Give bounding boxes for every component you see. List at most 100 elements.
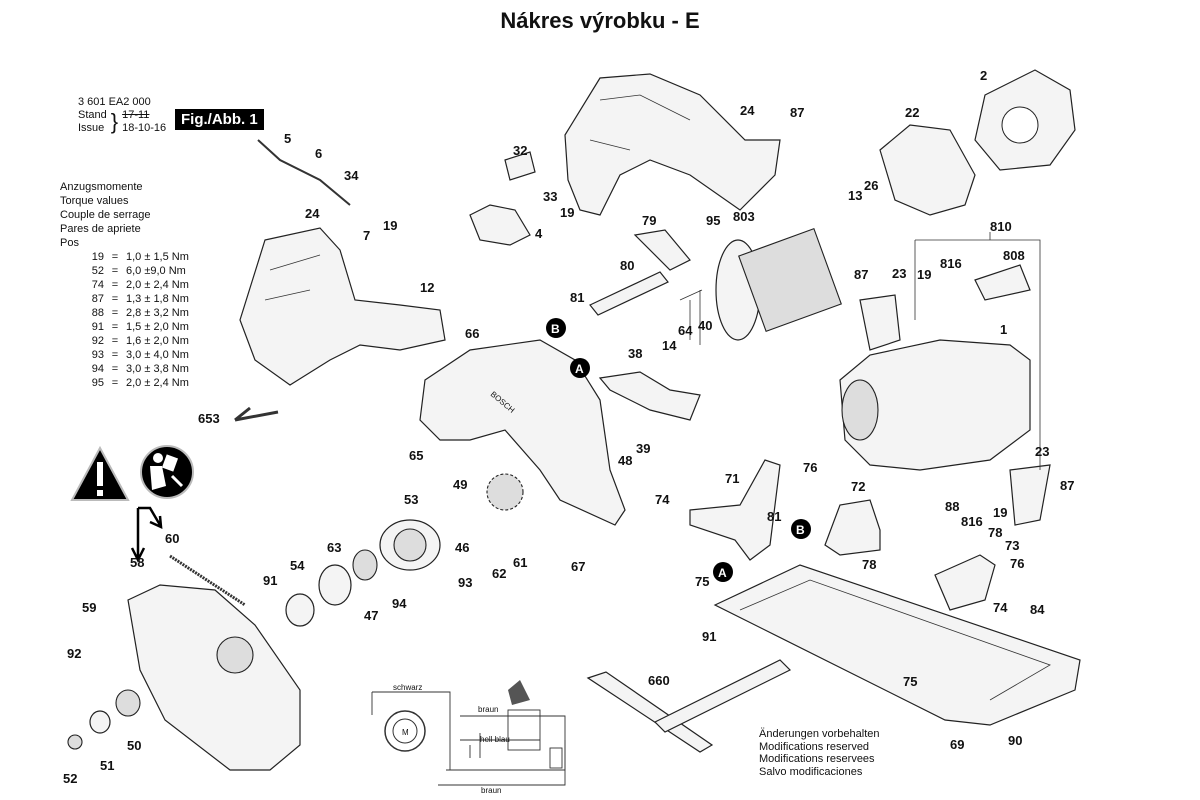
torque-eq: = [111, 307, 119, 319]
part-cable [257, 139, 351, 206]
part-number-label: 26 [864, 178, 878, 193]
warning-icon [70, 445, 130, 501]
torque-heading: Pares de apriete [60, 223, 141, 235]
part-number-label: 92 [67, 646, 81, 661]
part-number-label: 810 [990, 219, 1012, 234]
part-number-label: 1 [1000, 322, 1007, 337]
part-number-label: 74 [655, 492, 670, 507]
part-armature [715, 228, 842, 341]
torque-pos: 93 [91, 349, 104, 361]
part-number-label: 816 [940, 256, 962, 271]
part-number-label: 47 [364, 608, 378, 623]
part-number-label: 67 [571, 559, 585, 574]
part-field-coil [974, 69, 1076, 171]
part-number-label: 90 [1008, 733, 1022, 748]
part-number-label: 78 [862, 557, 876, 572]
part-number-label: 63 [327, 540, 341, 555]
part-switch [469, 204, 531, 246]
part-number-label: 54 [290, 558, 305, 573]
part-number-label: 75 [695, 574, 709, 589]
part-number-label: 81 [570, 290, 584, 305]
part-number-label: 40 [698, 318, 712, 333]
wiring-diagram: M schwarz braun hell blau braun [371, 680, 566, 795]
part-number-label: 75 [903, 674, 917, 689]
torque-pos: 91 [91, 321, 104, 333]
part-number-label: 51 [100, 758, 114, 773]
part-number-label: 73 [1005, 538, 1019, 553]
torque-value: 1,6 ± 2,0 Nm [126, 335, 189, 347]
stand-label: Stand [78, 109, 107, 121]
part-number-label: 59 [82, 600, 96, 615]
part-number-label: 4 [535, 226, 543, 241]
torque-eq: = [111, 363, 119, 375]
part-number-label: 2 [980, 68, 987, 83]
torque-value: 3,0 ± 4,0 Nm [126, 349, 189, 361]
part-number-label: 91 [263, 573, 277, 588]
arrow-icon [130, 506, 163, 563]
part-number-label: 5 [284, 131, 291, 146]
part-number-label: 94 [392, 596, 407, 611]
part-number-label: 7 [363, 228, 370, 243]
part-number-label: 87 [1060, 478, 1074, 493]
torque-eq: = [111, 251, 119, 263]
torque-eq: = [111, 377, 119, 389]
torque-row: 95=2,0 ± 2,4 Nm [60, 376, 189, 390]
part-number-label: 49 [453, 477, 467, 492]
part-number-label: 78 [988, 525, 1002, 540]
brace-icon: } [110, 109, 119, 134]
part-number-label: 23 [1035, 444, 1049, 459]
read-manual-icon [140, 445, 194, 499]
part-number-label: 88 [945, 499, 959, 514]
part-number-label: 39 [636, 441, 650, 456]
part-number-label: 38 [628, 346, 642, 361]
torque-value: 2,0 ± 2,4 Nm [126, 279, 189, 291]
svg-text:A: A [718, 566, 727, 580]
part-number-label: 87 [854, 267, 868, 282]
part-number-label: 808 [1003, 248, 1025, 263]
part-number-label: 61 [513, 555, 527, 570]
torque-pos: 19 [91, 251, 104, 263]
torque-eq: = [111, 279, 119, 291]
part-housing-top [564, 73, 781, 216]
part-number-label: 79 [642, 213, 656, 228]
torque-row: 91=1,5 ± 2,0 Nm [60, 320, 189, 334]
torque-heading: Couple de serrage [60, 209, 151, 221]
callout-b-left: B [546, 318, 566, 338]
part-depth-bracket [934, 554, 996, 611]
torque-pos: 88 [91, 307, 104, 319]
callout-b-right: B [791, 519, 811, 539]
stand-issue: Stand Issue } 17-11 18-10-16 [78, 109, 166, 135]
part-number-label: 76 [1010, 556, 1024, 571]
part-hex-key [234, 406, 279, 422]
part-number-label: 91 [702, 629, 716, 644]
torque-eq: = [111, 293, 119, 305]
wire-label-schwarz: schwarz [393, 683, 422, 692]
torque-table: Anzugsmomente Torque values Couple de se… [60, 180, 189, 390]
part-parallel-guide [586, 659, 792, 753]
part-number-label: 80 [620, 258, 634, 273]
group-bracket-803 [679, 289, 703, 345]
part-number-label: 34 [344, 168, 359, 183]
part-number-label: 19 [560, 205, 574, 220]
group-bracket-810 [914, 232, 1041, 470]
part-number-label: 60 [165, 531, 179, 546]
part-rings [67, 549, 378, 750]
callout-a-right: A [713, 562, 733, 582]
torque-heading: Anzugsmomente [60, 181, 143, 193]
torque-value: 6,0 ±9,0 Nm [126, 265, 186, 277]
torque-eq: = [111, 349, 119, 361]
callout-a-left: A [570, 358, 590, 378]
document-meta: 3 601 EA2 000 Stand Issue } 17-11 18-10-… [78, 96, 166, 135]
torque-row: 92=1,6 ± 2,0 Nm [60, 334, 189, 348]
torque-value: 3,0 ± 3,8 Nm [126, 363, 189, 375]
part-number-label: 24 [740, 103, 755, 118]
part-base-plate [713, 564, 1081, 726]
part-bearing-flange [379, 519, 441, 571]
part-number-label: 66 [465, 326, 479, 341]
mod-line: Modifications reservees [759, 753, 875, 765]
wire-label-hell-blau: hell blau [480, 735, 510, 744]
mod-line: Modifications reserved [759, 740, 870, 753]
wire-label-braun-bottom: braun [481, 786, 501, 795]
torque-row: 94=3,0 ± 3,8 Nm [60, 362, 189, 376]
issue-label: Issue [78, 122, 105, 134]
